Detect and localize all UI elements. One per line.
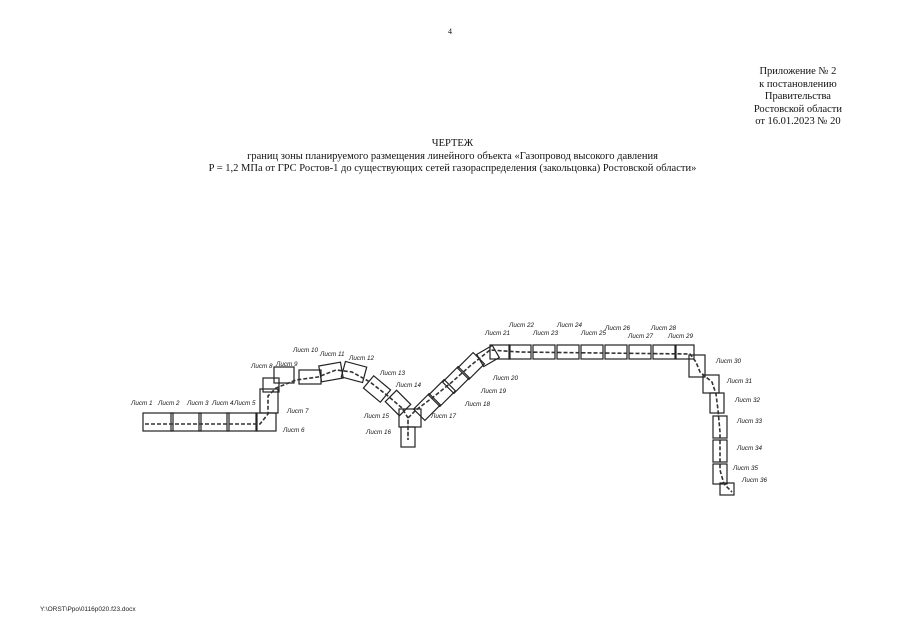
appendix-block: Приложение № 2 к постановлению Правитель… <box>754 66 842 129</box>
sheet-frame-30 <box>688 354 706 378</box>
sheet-label-34: Лист 34 <box>736 445 762 452</box>
sheet-label-22: Лист 22 <box>508 322 534 329</box>
sheet-label-35: Лист 35 <box>732 465 758 472</box>
sheet-frame-31 <box>702 374 720 394</box>
sheet-label-23: Лист 23 <box>532 330 558 337</box>
pipeline-route <box>145 349 733 493</box>
sheet-label-16: Лист 16 <box>365 429 391 436</box>
appendix-line: Приложение № 2 <box>759 66 837 77</box>
sheet-label-29: Лист 29 <box>667 333 693 340</box>
sheet-label-18: Лист 18 <box>464 401 490 408</box>
document-title: ЧЕРТЕЖ границ зоны планируемого размещен… <box>0 138 905 175</box>
title-line-2: P = 1,2 МПа от ГРС Ростов-1 до существую… <box>208 163 697 174</box>
sheet-label-26: Лист 26 <box>604 325 630 332</box>
page-number: 4 <box>448 27 452 36</box>
sheet-label-6: Лист 6 <box>282 427 305 434</box>
sheet-frame-36 <box>719 482 735 496</box>
sheet-frame-10 <box>318 361 344 383</box>
appendix-line: Правительства <box>764 91 831 102</box>
sheet-label-33: Лист 33 <box>736 418 762 425</box>
sheet-label-36: Лист 36 <box>741 477 767 484</box>
sheet-label-12: Лист 12 <box>348 355 374 362</box>
sheet-label-27: Лист 27 <box>627 333 653 340</box>
footer-file-path: Y:\ORST\Ppo\0116p020.f23.docx <box>40 606 136 613</box>
sheet-frame-11 <box>340 360 368 384</box>
sheet-frame-14 <box>398 408 422 428</box>
sheet-frame-1 <box>142 412 174 432</box>
sheet-label-17: Лист 17 <box>430 413 456 420</box>
sheet-frame-27 <box>628 344 652 360</box>
appendix-line: от 16.01.2023 № 20 <box>755 116 841 127</box>
sheet-label-1: Лист 1 <box>130 400 152 407</box>
sheet-label-9: Лист 9 <box>275 361 298 368</box>
sheet-frames <box>142 344 735 496</box>
sheet-label-11: Лист 11 <box>319 351 345 358</box>
appendix-line: Ростовской области <box>753 103 842 115</box>
sheet-frame-5 <box>255 412 277 432</box>
sheet-frame-29 <box>675 344 695 360</box>
title-line-1: границ зоны планируемого размещения лине… <box>247 151 658 162</box>
title-heading: ЧЕРТЕЖ <box>431 138 474 149</box>
sheet-label-10: Лист 10 <box>292 347 318 354</box>
sheet-frame-7 <box>262 377 280 393</box>
sheet-frame-3 <box>198 412 230 432</box>
pipeline-centerline <box>145 349 733 493</box>
sheet-label-30: Лист 30 <box>715 358 741 365</box>
sheet-frame-17 <box>427 378 457 408</box>
sheet-frame-20 <box>475 344 501 368</box>
sheet-label-20: Лист 20 <box>492 375 518 382</box>
sheet-label-8: Лист 8 <box>250 363 273 370</box>
sheet-frame-32 <box>709 392 725 414</box>
sheet-label-15: Лист 15 <box>363 413 389 420</box>
sheet-label-25: Лист 25 <box>580 330 606 337</box>
sheet-frame-28 <box>652 344 676 360</box>
sheet-frame-8 <box>273 366 295 384</box>
sheet-frame-6 <box>259 388 279 414</box>
sheet-label-32: Лист 32 <box>734 397 760 404</box>
sheet-frame-13 <box>384 389 412 417</box>
sheet-label-14: Лист 14 <box>395 382 421 389</box>
sheet-label-13: Лист 13 <box>379 370 405 377</box>
sheet-label-3: Лист 3 <box>186 400 209 407</box>
sheet-label-21: Лист 21 <box>484 330 510 337</box>
sheet-label-24: Лист 24 <box>556 322 582 329</box>
appendix-line: к постановлению <box>759 78 837 90</box>
sheet-label-4: Лист 4 <box>211 400 234 407</box>
sheet-frame-26 <box>604 344 628 360</box>
sheet-label-31: Лист 31 <box>726 378 752 385</box>
sheet-label-7: Лист 7 <box>286 408 309 415</box>
sheet-frame-25 <box>580 344 604 360</box>
sheet-label-2: Лист 2 <box>157 400 180 407</box>
sheet-label-5: Лист 5 <box>233 400 256 407</box>
sheet-frame-2 <box>170 412 202 432</box>
sheet-frame-16 <box>412 392 442 422</box>
sheet-label-19: Лист 19 <box>480 388 506 395</box>
sheet-label-28: Лист 28 <box>650 325 676 332</box>
sheet-frame-4 <box>226 412 258 432</box>
